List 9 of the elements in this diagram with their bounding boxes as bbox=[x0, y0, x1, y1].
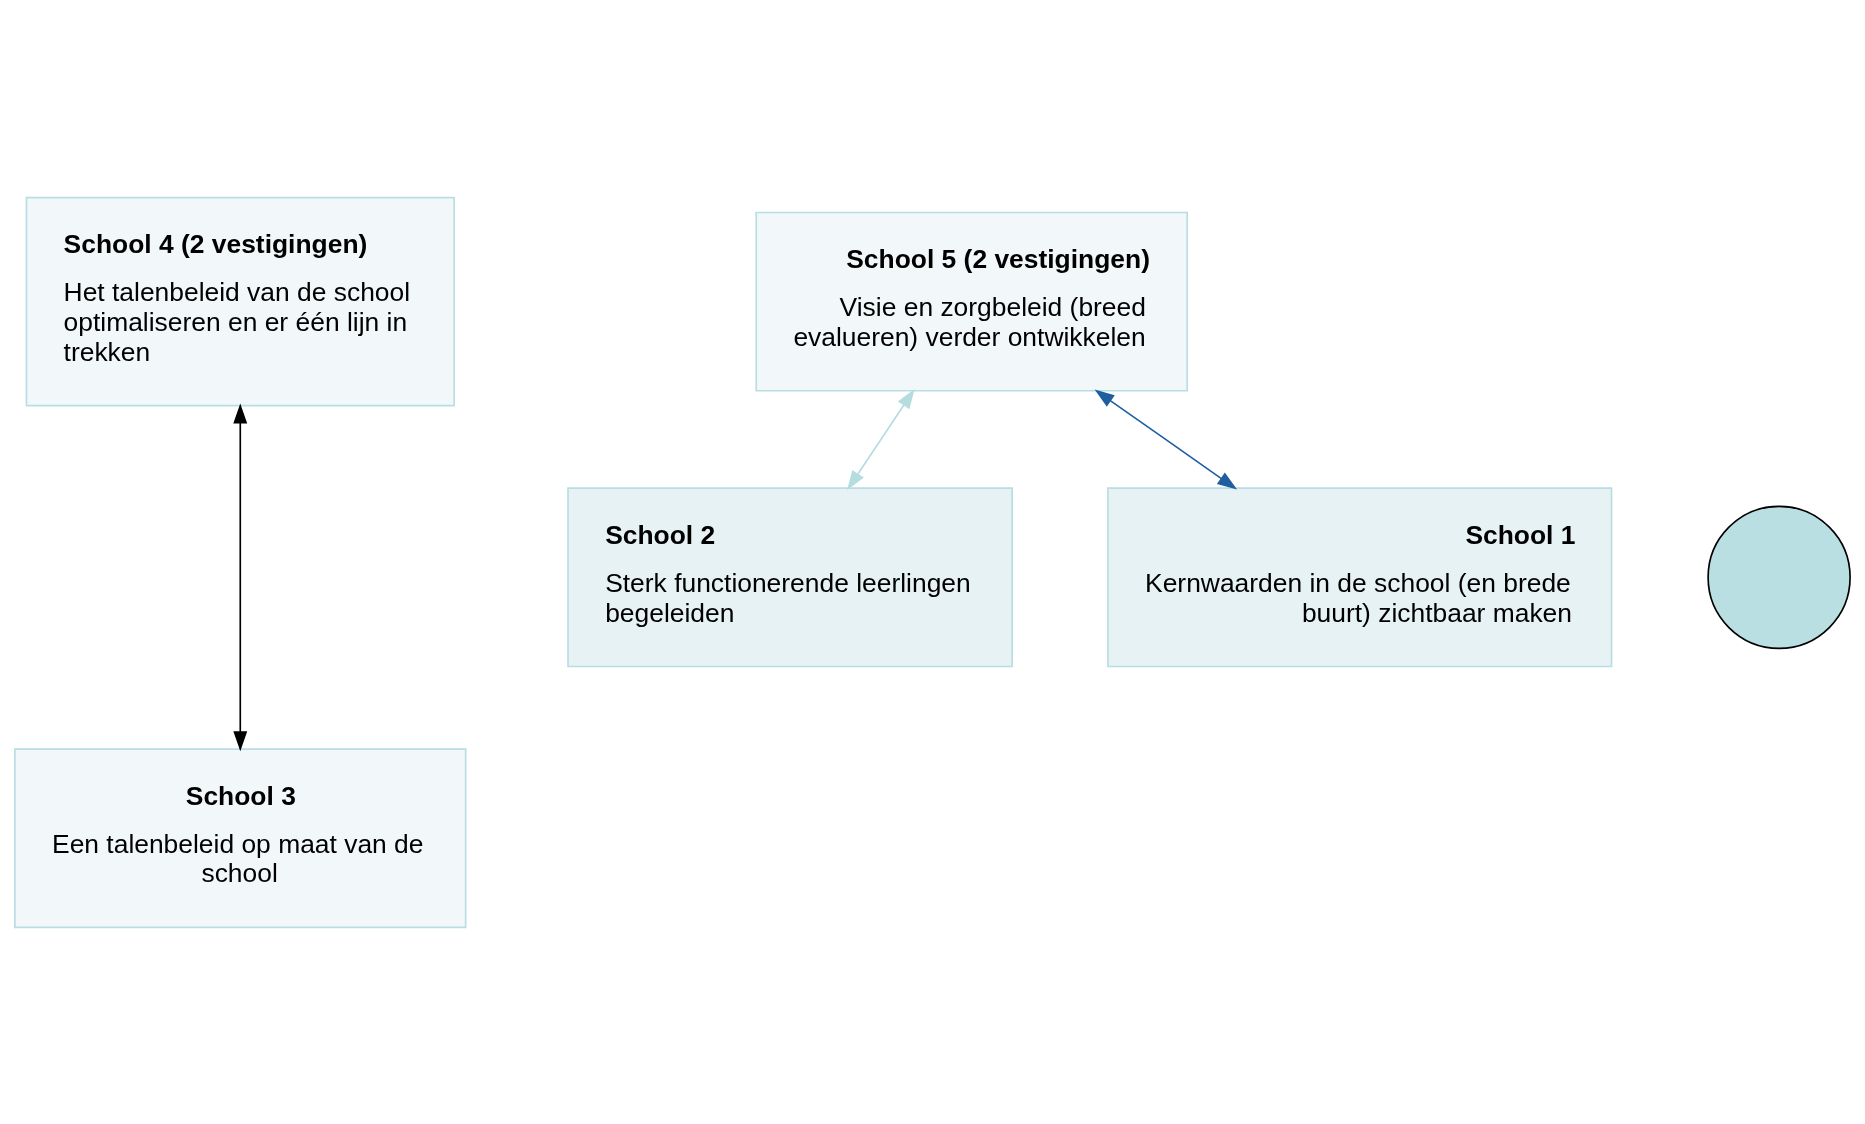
arrow bbox=[847, 388, 915, 490]
node-circle bbox=[1707, 505, 1851, 649]
node-box: School 4 (2 vestigingen) Het talenbeleid van de school optimaliseren en er één lijn in trekken bbox=[25, 196, 455, 406]
arrow bbox=[233, 403, 248, 751]
arrow bbox=[1094, 389, 1238, 490]
node-box: School 3 Een talenbeleid op maat van de school bbox=[14, 747, 467, 928]
node-box: School 2 Sterk functionerende leerlingen begeleiden bbox=[567, 486, 1013, 667]
node-box: School 1 Kernwaarden in de school (en brede buurt) zichtbaar maken bbox=[1107, 486, 1613, 667]
node-box: School 5 (2 vestigingen) Visie en zorgbeleid (breed evalueren) verder ontwikkelen bbox=[755, 211, 1188, 392]
